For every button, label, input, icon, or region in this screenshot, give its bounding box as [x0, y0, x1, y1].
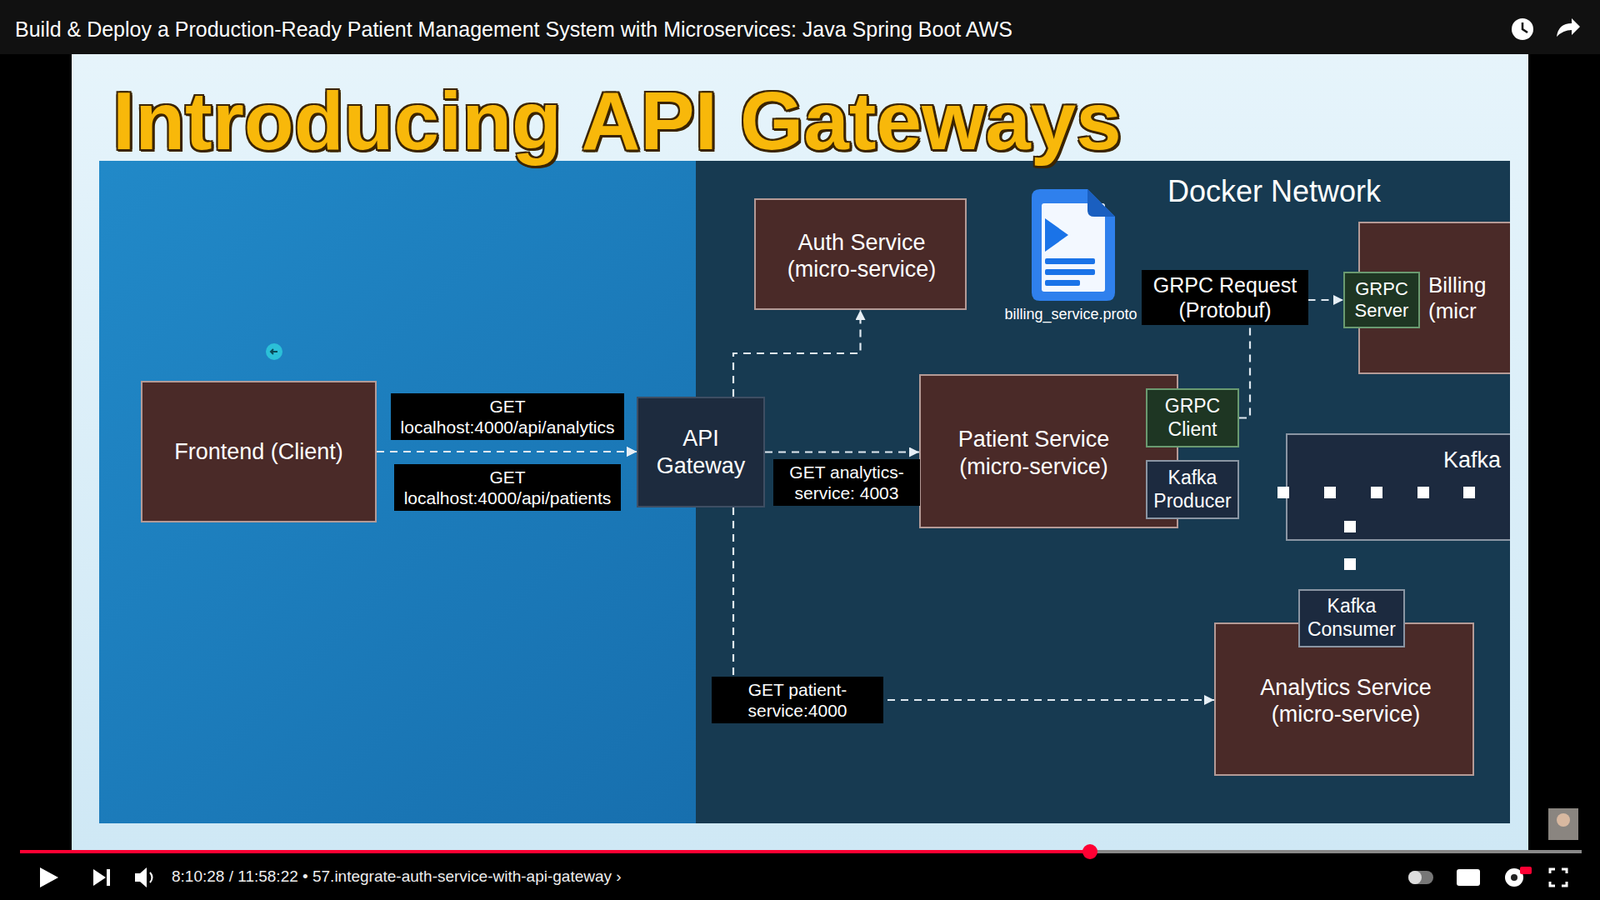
component-box: GRPC Server [1343, 271, 1420, 329]
client-box: Frontend (Client) [140, 380, 377, 523]
edge-label: GET localhost:4000/api/analytics [390, 393, 625, 440]
connector [733, 507, 1215, 700]
connector [376, 450, 637, 453]
file-name: billing_service.proto [987, 305, 1155, 324]
queue-box: Kafka [1285, 433, 1510, 541]
node-label: Billing (micr [1423, 256, 1510, 340]
edge-label: GET patient-service:4000 [711, 676, 884, 724]
node-label: Kafka Consumer [1300, 590, 1404, 646]
node-label: Kafka Producer [1147, 461, 1238, 518]
node-label: Auth Service (micro-service) [778, 200, 945, 312]
service-box: Billing (micrGRPC Server [1358, 221, 1510, 375]
edge-label: GET localhost:4000/api/patients [394, 464, 621, 511]
connector [733, 310, 861, 397]
node-label: Kafka [1412, 441, 1506, 479]
service-box: Auth Service (micro-service) [754, 198, 967, 310]
service-box: Analytics Service (micro-service)Kafka C… [1214, 622, 1475, 776]
video-title: Build & Deploy a Production-Ready Patien… [15, 16, 1349, 42]
gateway-box: API Gateway [636, 396, 765, 508]
service-box: Patient Service (micro-service)GRPC Clie… [919, 374, 1179, 529]
node-label: Frontend (Client) [142, 382, 375, 521]
kafka-messages [1277, 486, 1475, 533]
node-label: Patient Service (micro-service) [927, 375, 1140, 530]
node-label: GRPC Server [1345, 273, 1419, 327]
edge-label: GET analytics-service: 4003 [773, 459, 920, 506]
node-label: Docker Network [1162, 170, 1496, 213]
edge-label: GRPC Request (Protobuf) [1141, 270, 1309, 325]
connector [1344, 540, 1356, 590]
component-box: Kafka Consumer [1298, 589, 1405, 648]
node-label: API Gateway [638, 398, 764, 506]
player-controls [0, 18, 1600, 900]
connector [376, 450, 637, 453]
connector [765, 450, 920, 453]
mouse-cursor [265, 343, 283, 360]
proto-file-icon [1031, 189, 1115, 301]
node-label: Analytics Service (micro-service) [1245, 640, 1446, 761]
slide-title: Introducing API Gateways [112, 76, 1122, 167]
video-time: 8:10:28 / 11:58:22 • 57.integrate-auth-s… [171, 867, 1005, 886]
component-box: GRPC Client [1145, 388, 1240, 448]
node-label: GRPC Client [1147, 390, 1238, 446]
component-box: Kafka Producer [1145, 460, 1240, 520]
